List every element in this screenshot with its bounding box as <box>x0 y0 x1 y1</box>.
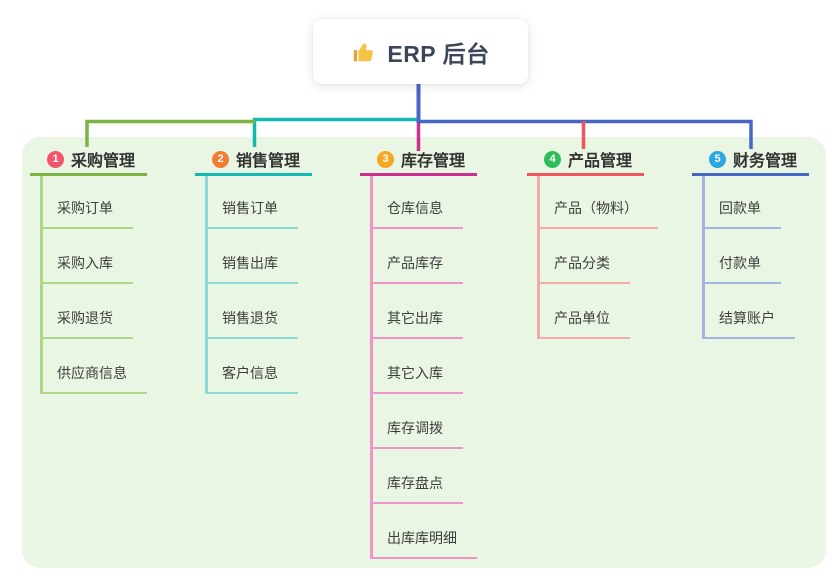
child-node-row: 供应商信息 <box>40 339 147 394</box>
child-node[interactable]: 仓库信息 <box>370 198 463 229</box>
child-node[interactable]: 其它出库 <box>370 308 463 339</box>
child-node[interactable]: 产品单位 <box>537 308 630 339</box>
child-node-row: 仓库信息 <box>370 176 477 229</box>
branch-title: 库存管理 <box>401 153 466 170</box>
child-node-row: 付款单 <box>702 229 795 284</box>
branch-children: 仓库信息 产品库存 其它出库 其它入库 库存调拨 库存盘点 出库库明细 <box>370 176 477 559</box>
child-node[interactable]: 出库库明细 <box>370 528 477 559</box>
branch-inventory: 3 库存管理 仓库信息 产品库存 其它出库 其它入库 库存调拨 库存盘点 出库库… <box>360 145 477 559</box>
branch-title: 产品管理 <box>568 153 633 170</box>
branch-sales-header[interactable]: 2 销售管理 <box>195 145 312 176</box>
branch-number-badge: 1 <box>47 150 64 168</box>
child-node[interactable]: 客户信息 <box>205 363 298 394</box>
child-node[interactable]: 产品分类 <box>537 253 630 284</box>
branch-number-badge: 4 <box>544 150 561 168</box>
child-node-row: 其它入库 <box>370 339 477 394</box>
branch-sales: 2 销售管理 销售订单 销售出库 销售退货 客户信息 <box>195 145 312 394</box>
child-node-row: 客户信息 <box>205 339 298 394</box>
child-node[interactable]: 销售订单 <box>205 198 298 229</box>
child-node[interactable]: 销售退货 <box>205 308 298 339</box>
branch-number-badge: 3 <box>377 150 394 168</box>
child-node-row: 销售出库 <box>205 229 298 284</box>
child-node[interactable]: 采购退货 <box>40 308 133 339</box>
branch-number-badge: 5 <box>709 150 726 168</box>
child-node[interactable]: 产品（物料） <box>537 198 658 229</box>
root-node[interactable]: ERP 后台 <box>313 19 528 84</box>
child-node-row: 产品（物料） <box>537 176 658 229</box>
child-node[interactable]: 结算账户 <box>702 308 795 339</box>
child-node-row: 采购订单 <box>40 176 147 229</box>
child-node[interactable]: 其它入库 <box>370 363 463 394</box>
child-node-row: 产品库存 <box>370 229 477 284</box>
thumbs-up-icon <box>351 39 377 65</box>
branch-child-connector <box>40 176 43 393</box>
child-node-row: 销售退货 <box>205 284 298 339</box>
child-node-row: 产品单位 <box>537 284 658 339</box>
branch-children: 回款单 付款单 结算账户 <box>702 176 795 339</box>
branch-product: 4 产品管理 产品（物料） 产品分类 产品单位 <box>527 145 658 339</box>
child-node[interactable]: 回款单 <box>702 198 781 229</box>
branch-child-connector <box>370 176 373 559</box>
child-node-row: 库存盘点 <box>370 449 477 504</box>
child-node[interactable]: 采购入库 <box>40 253 133 284</box>
child-node-row: 采购入库 <box>40 229 147 284</box>
branch-children: 采购订单 采购入库 采购退货 供应商信息 <box>40 176 147 394</box>
branch-children: 产品（物料） 产品分类 产品单位 <box>537 176 658 339</box>
branch-title: 销售管理 <box>236 153 301 170</box>
child-node-row: 回款单 <box>702 176 795 229</box>
child-node[interactable]: 销售出库 <box>205 253 298 284</box>
branch-title: 采购管理 <box>71 153 136 170</box>
branch-number-badge: 2 <box>212 150 229 168</box>
child-node-row: 出库库明细 <box>370 504 477 559</box>
child-node-row: 结算账户 <box>702 284 795 339</box>
child-node[interactable]: 库存盘点 <box>370 473 463 504</box>
child-node-row: 采购退货 <box>40 284 147 339</box>
branch-purchase: 1 采购管理 采购订单 采购入库 采购退货 供应商信息 <box>30 145 147 394</box>
child-node[interactable]: 付款单 <box>702 253 781 284</box>
child-node[interactable]: 供应商信息 <box>40 363 147 394</box>
branch-finance-header[interactable]: 5 财务管理 <box>692 145 809 176</box>
branch-child-connector <box>537 176 540 339</box>
branch-children: 销售订单 销售出库 销售退货 客户信息 <box>205 176 298 394</box>
child-node-row: 销售订单 <box>205 176 298 229</box>
child-node-row: 其它出库 <box>370 284 477 339</box>
branch-child-connector <box>205 176 208 394</box>
root-label: ERP 后台 <box>387 40 490 67</box>
branch-product-header[interactable]: 4 产品管理 <box>527 145 644 176</box>
branch-finance: 5 财务管理 回款单 付款单 结算账户 <box>692 145 809 339</box>
branch-child-connector <box>702 176 705 339</box>
child-node[interactable]: 采购订单 <box>40 198 133 229</box>
branch-inventory-header[interactable]: 3 库存管理 <box>360 145 477 176</box>
branch-purchase-header[interactable]: 1 采购管理 <box>30 145 147 176</box>
child-node[interactable]: 库存调拨 <box>370 418 463 449</box>
child-node[interactable]: 产品库存 <box>370 253 463 284</box>
child-node-row: 产品分类 <box>537 229 658 284</box>
child-node-row: 库存调拨 <box>370 394 477 449</box>
branch-title: 财务管理 <box>733 153 798 170</box>
mindmap-container <box>22 137 826 568</box>
